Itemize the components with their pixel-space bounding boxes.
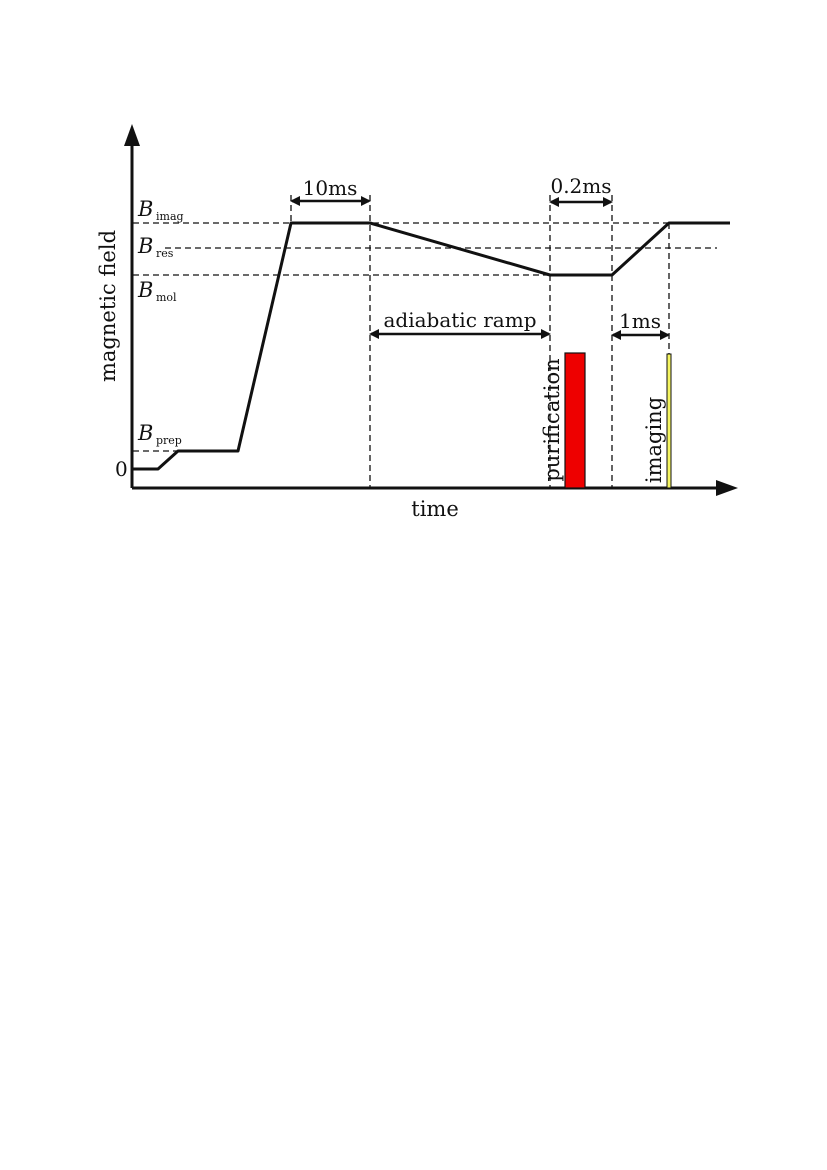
svg-text:imag: imag — [156, 210, 184, 223]
wait-interval-label: 0.2ms — [550, 174, 611, 198]
mol-level-label: B mol — [137, 278, 177, 304]
prep-level-label: B prep — [137, 421, 182, 447]
adiabatic-ramp-interval: adiabatic ramp — [369, 308, 551, 339]
res-level-label: B res — [137, 234, 174, 260]
y-axis — [124, 124, 140, 488]
zero-label: 0 — [115, 457, 128, 481]
svg-text:mol: mol — [156, 291, 177, 304]
adiabatic-ramp-label: adiabatic ramp — [383, 308, 536, 332]
svg-text:B: B — [137, 421, 153, 445]
wait-interval: 0.2ms — [549, 174, 613, 207]
imaging-label: imaging — [642, 397, 666, 483]
svg-text:res: res — [156, 247, 174, 260]
x-axis — [132, 480, 738, 496]
purification-label: purification — [540, 358, 564, 481]
y-axis-title: magnetic field — [96, 230, 120, 382]
svg-text:B: B — [137, 197, 153, 221]
x-axis-title: time — [411, 497, 459, 521]
svg-text:B: B — [137, 234, 153, 258]
tof-interval: 1ms — [611, 309, 670, 340]
imag-level-label: B imag — [137, 197, 184, 223]
svg-text:prep: prep — [156, 434, 182, 447]
field-trace — [132, 221, 730, 471]
svg-text:B: B — [137, 278, 153, 302]
purification-pulse — [564, 352, 586, 489]
imaging-pulse — [666, 353, 672, 489]
hold-interval: 10ms — [290, 176, 371, 206]
hold-interval-label: 10ms — [303, 176, 358, 200]
tof-interval-label: 1ms — [619, 309, 661, 333]
